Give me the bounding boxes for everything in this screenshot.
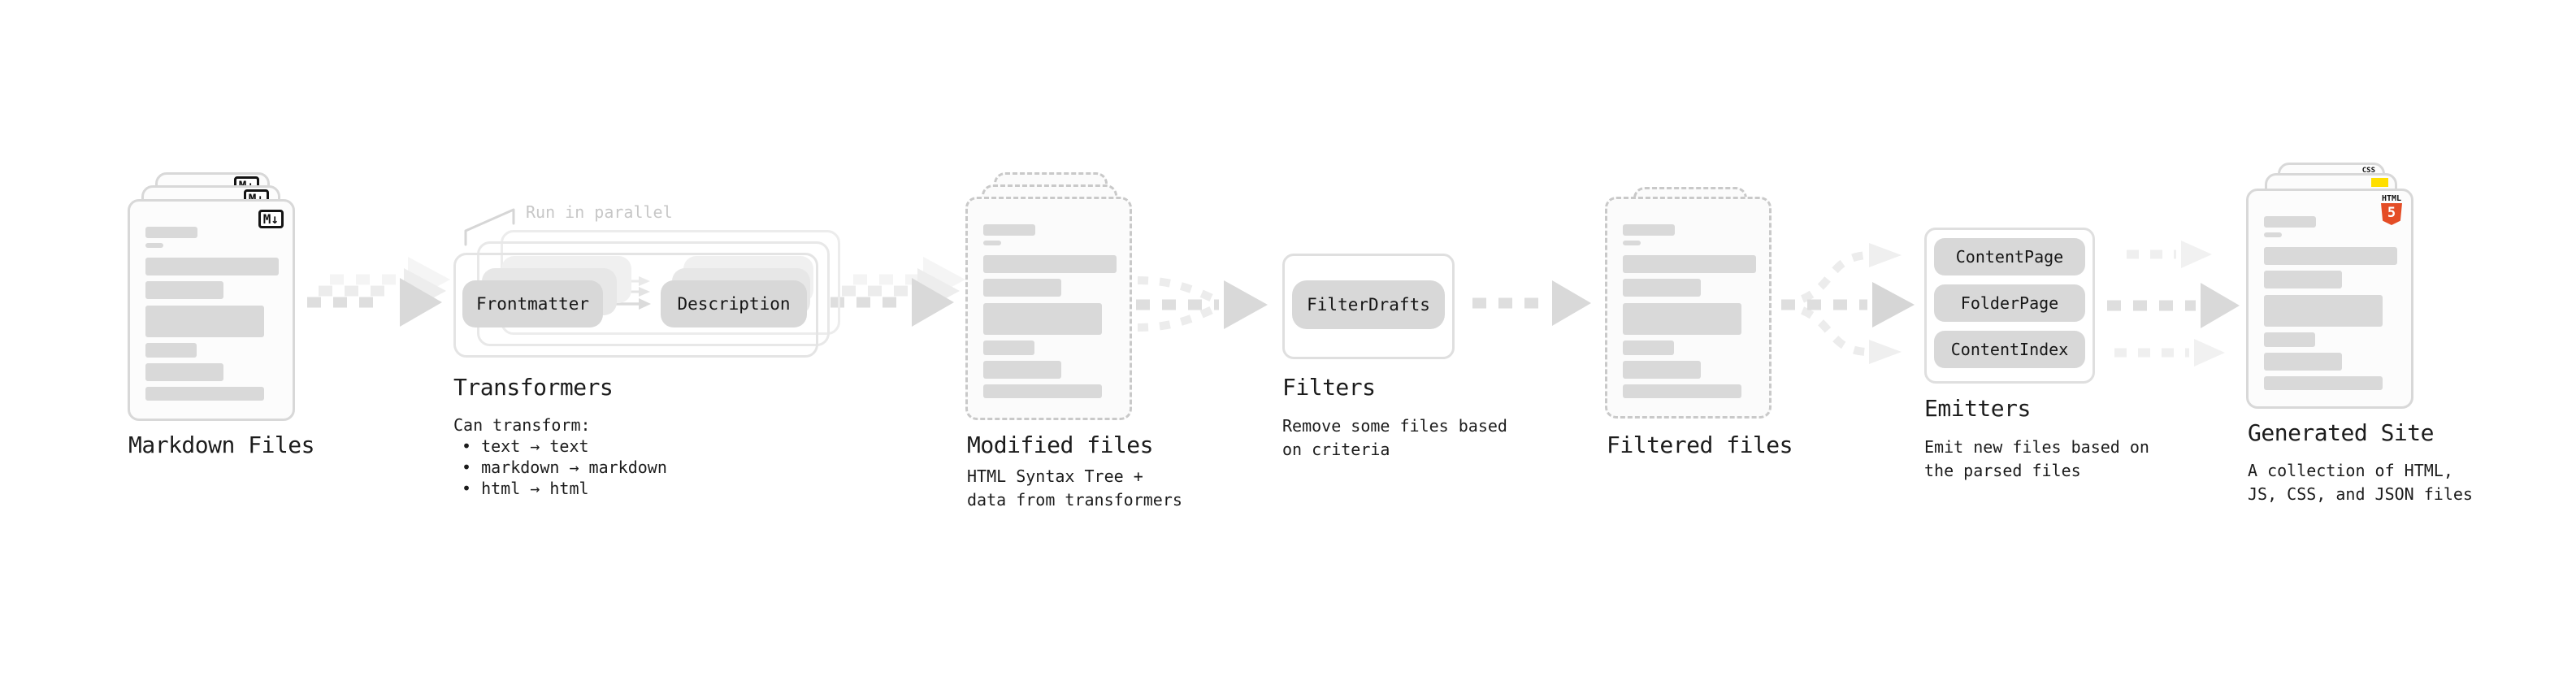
transform-bullet: • text → text xyxy=(462,436,589,456)
arrow-markdown-to-transformers xyxy=(307,257,450,327)
doc-content-bar xyxy=(2264,295,2383,327)
filter-pill-filterdrafts: FilterDrafts xyxy=(1292,280,1445,329)
html5-file-icon: HTML 5 xyxy=(2381,194,2402,225)
transformers-label: Transformers xyxy=(453,374,614,401)
markdown-files-label: Markdown Files xyxy=(128,432,315,458)
doc-content-bar xyxy=(1623,224,1675,236)
transform-bullet: • html → html xyxy=(462,479,589,498)
doc-content-bar xyxy=(983,224,1035,236)
html5-shield: 5 xyxy=(2381,203,2402,225)
doc-content-bar xyxy=(1623,361,1701,379)
doc-content-bar xyxy=(2264,353,2342,371)
doc-content-bar xyxy=(145,243,163,248)
doc-content-bar xyxy=(145,387,264,401)
doc-content-bar xyxy=(1623,340,1674,355)
transformers-desc-title: Can transform: xyxy=(453,415,591,435)
filters-label: Filters xyxy=(1282,374,1376,401)
doc-content-bar xyxy=(1623,303,1741,335)
generated-site-desc: A collection of HTML, JS, CSS, and JSON … xyxy=(2248,461,2473,504)
transformers-outline-front xyxy=(453,253,818,358)
doc-content-bar xyxy=(983,255,1117,273)
markdown-file-icon: M↓ xyxy=(258,210,284,228)
filtered-doc-front xyxy=(1605,197,1772,419)
doc-content-bar xyxy=(145,258,279,275)
modified-files-label: Modified files xyxy=(967,432,1154,458)
emitter-pill-contentpage: ContentPage xyxy=(1934,238,2085,275)
generated-site-label: Generated Site xyxy=(2248,419,2435,446)
arrow-filters-to-filtered xyxy=(1472,280,1591,326)
doc-content-bar xyxy=(1623,255,1756,273)
doc-content-bar xyxy=(983,340,1034,355)
doc-content-bar xyxy=(2264,271,2342,288)
transformer-pill-frontmatter: Frontmatter xyxy=(462,280,603,327)
arrow-emitters-to-generated xyxy=(2107,241,2240,367)
doc-content-bar xyxy=(983,303,1102,335)
html5-caption: HTML xyxy=(2381,194,2402,203)
arrow-modified-to-filters xyxy=(1136,276,1268,332)
filtered-files-label: Filtered files xyxy=(1607,432,1793,458)
generated-doc-html: HTML 5 xyxy=(2246,189,2413,409)
emitter-pill-folderpage: FolderPage xyxy=(1934,284,2085,322)
doc-content-bar xyxy=(145,343,197,358)
filters-desc: Remove some files based on criteria xyxy=(1282,416,1507,459)
doc-content-bar xyxy=(2264,232,2282,237)
doc-content-bar xyxy=(1623,241,1641,245)
doc-content-bar xyxy=(1623,279,1701,297)
doc-content-bar xyxy=(983,241,1001,245)
emitters-desc: Emit new files based on the parsed files xyxy=(1924,437,2149,480)
modified-doc-front xyxy=(965,197,1132,420)
doc-content-bar xyxy=(145,227,197,238)
doc-content-bar xyxy=(1623,384,1741,398)
run-in-parallel-annotation: Run in parallel xyxy=(526,202,673,222)
doc-content-bar xyxy=(145,306,264,337)
doc-content-bar xyxy=(983,384,1102,398)
transformer-pill-description: Description xyxy=(661,280,807,327)
arrow-transformers-to-modified xyxy=(830,257,965,327)
modified-files-desc: HTML Syntax Tree + data from transformer… xyxy=(967,466,1182,510)
doc-content-bar xyxy=(2264,376,2383,390)
doc-content-bar xyxy=(983,361,1061,379)
doc-content-bar xyxy=(983,279,1061,297)
emitters-label: Emitters xyxy=(1924,395,2031,422)
doc-content-bar xyxy=(2264,216,2316,228)
transformers-bullet-list: • text → text • markdown → markdown • ht… xyxy=(462,436,667,499)
doc-content-bar xyxy=(2264,247,2397,265)
doc-content-bar xyxy=(145,363,223,381)
transform-bullet: • markdown → markdown xyxy=(462,458,667,477)
js-file-icon xyxy=(2371,178,2388,187)
emitter-pill-contentindex: ContentIndex xyxy=(1934,331,2085,368)
markdown-doc-front: M↓ xyxy=(128,199,295,421)
arrow-filtered-to-emitters xyxy=(1781,243,1915,364)
doc-content-bar xyxy=(145,281,223,299)
doc-content-bar xyxy=(2264,332,2315,347)
